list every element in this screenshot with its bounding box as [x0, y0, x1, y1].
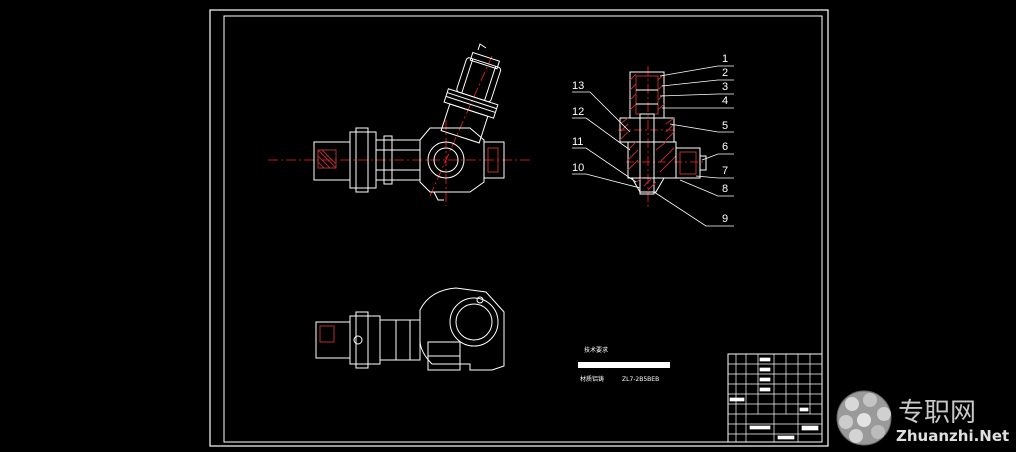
watermark-english: Zhuanzhi.Net	[896, 427, 1009, 445]
watermark-chinese: 专职网	[898, 398, 976, 428]
part-number-5: 5	[722, 120, 728, 132]
notes-bar	[578, 362, 670, 368]
notes-heading: 技术要求	[584, 346, 608, 354]
notes-code: ZL7-2B5BEB	[622, 376, 659, 383]
part-number-8: 8	[722, 183, 728, 195]
part-number-3: 3	[722, 81, 728, 93]
part-number-6: 6	[722, 141, 728, 153]
top-view	[315, 287, 505, 371]
part-number-2: 2	[722, 67, 728, 79]
title-block	[727, 353, 823, 443]
part-number-1: 1	[722, 53, 728, 65]
part-number-10: 10	[572, 162, 584, 174]
watermark-logo	[836, 390, 892, 446]
front-view	[268, 43, 530, 206]
leader-lines	[572, 65, 734, 227]
part-number-12: 12	[572, 106, 584, 118]
part-number-13: 13	[572, 80, 584, 92]
part-number-9: 9	[722, 213, 728, 225]
part-number-11: 11	[572, 136, 583, 148]
inner-frame	[223, 15, 823, 443]
part-number-7: 7	[722, 165, 728, 177]
notes-line: 材质铝铸	[580, 375, 604, 383]
outer-frame	[209, 9, 829, 447]
section-view	[618, 66, 707, 210]
part-number-4: 4	[722, 95, 728, 107]
